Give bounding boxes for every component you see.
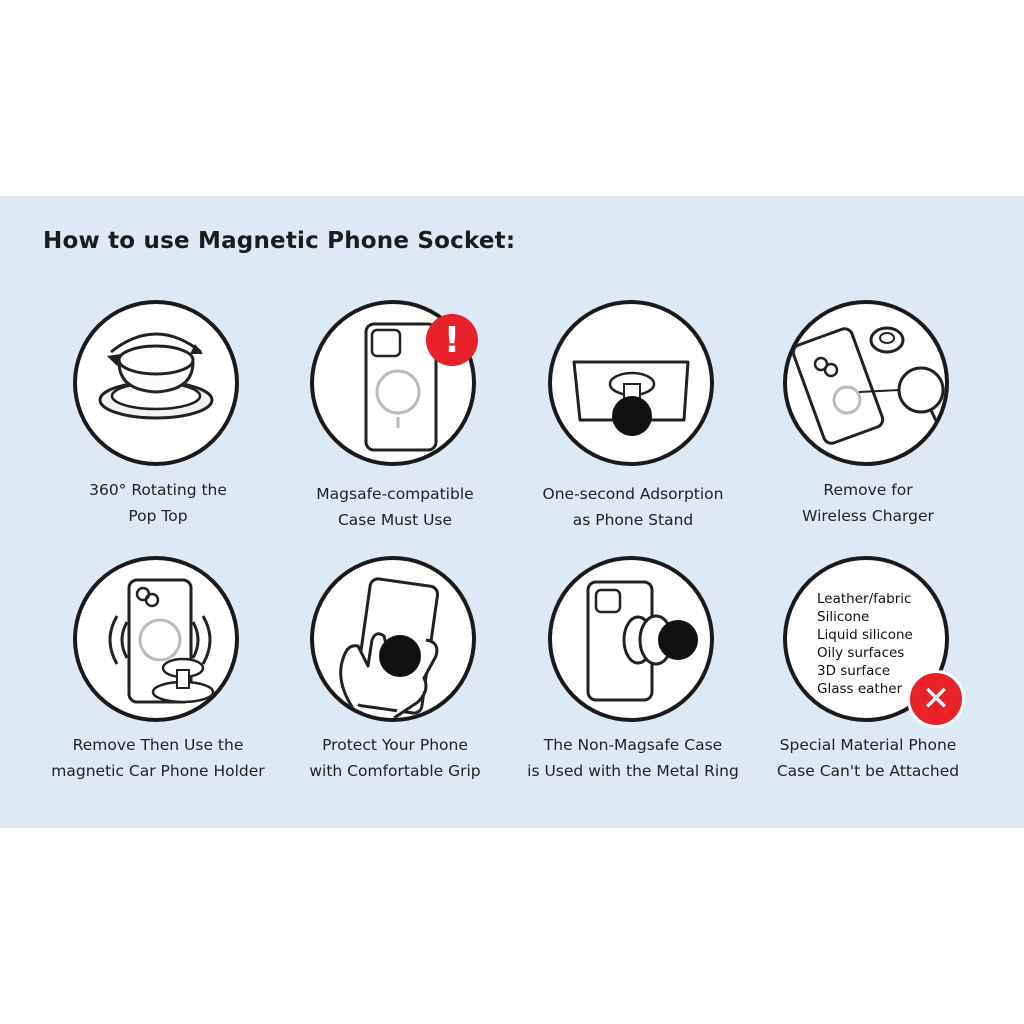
caption-special-material: Special Material Phone Case Can't be Att… bbox=[776, 736, 960, 780]
metal-ring-icon bbox=[548, 556, 714, 722]
caption-metal-ring: The Non-Magsafe Case is Used with the Me… bbox=[527, 736, 739, 780]
warning-badge-icon: ! bbox=[426, 314, 478, 366]
rotating-pop-top-icon bbox=[73, 300, 239, 466]
caption-phone-stand: One-second Adsorption as Phone Stand bbox=[542, 485, 724, 529]
caption-wireless-charger: Remove for Wireless Charger bbox=[802, 481, 934, 525]
wireless-charger-icon bbox=[783, 300, 949, 466]
page-title: How to use Magnetic Phone Socket: bbox=[43, 228, 516, 254]
caption-car-phone-holder: Remove Then Use the magnetic Car Phone H… bbox=[51, 736, 265, 780]
caption-magsafe-case: Magsafe-compatible Case Must Use bbox=[316, 485, 474, 529]
magsafe-case-icon bbox=[310, 300, 476, 466]
caption-hand-grip: Protect Your Phone with Comfortable Grip bbox=[309, 736, 481, 780]
caption-rotating-pop-top: 360° Rotating the Pop Top bbox=[89, 481, 227, 525]
phone-stand-icon bbox=[548, 300, 714, 466]
unsupported-materials-list: Leather/fabric Silicone Liquid silicone … bbox=[817, 591, 913, 697]
hand-grip-icon bbox=[310, 556, 476, 722]
car-phone-holder-icon bbox=[73, 556, 239, 722]
close-icon: ✕ bbox=[907, 670, 965, 728]
